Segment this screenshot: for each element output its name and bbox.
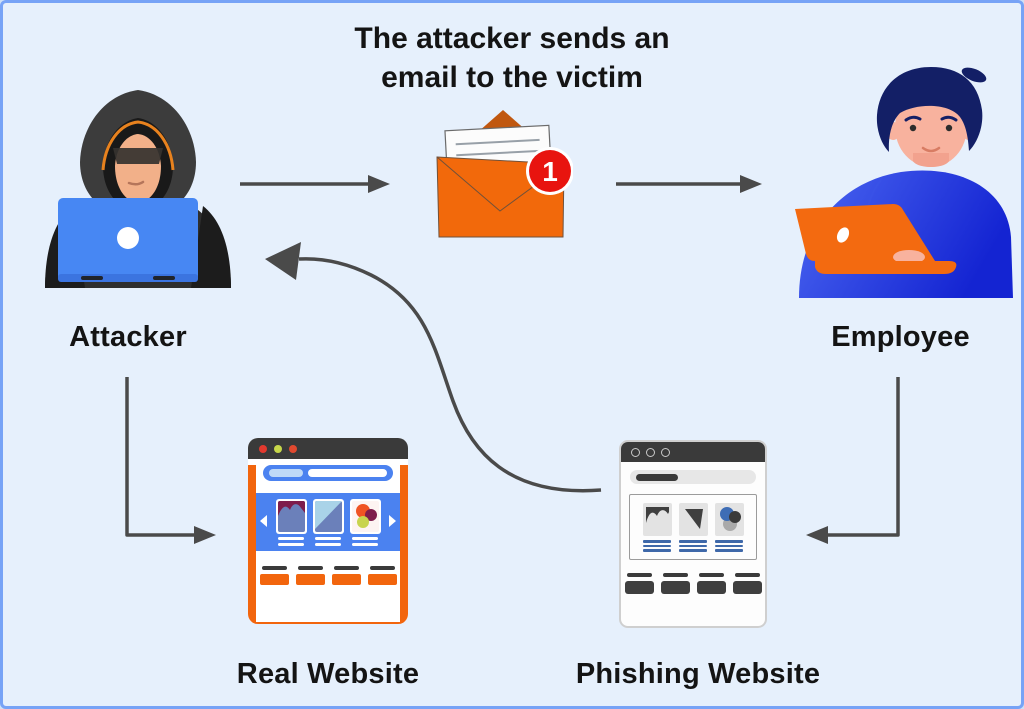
real-website-titlebar [248,438,408,459]
flow-arrows [125,175,900,544]
carousel-card [275,499,307,546]
arrow-phishing-to-attacker-curve [298,257,602,493]
employee-icon [795,67,1013,298]
card-text-line [315,543,341,546]
footer-item [624,572,654,594]
phishing-website-address-bar [630,470,756,484]
carousel-left-chevron-icon [260,515,267,527]
card-text-line [315,537,341,540]
card-text-lines [643,540,671,552]
card-text-line [278,543,304,546]
footer-item [696,572,726,594]
arrow-phishing-to-attacker-head [265,242,301,280]
address-segment [269,469,303,477]
phishing-website-content [629,494,757,560]
attacker-icon [45,90,231,288]
card-image-circles [349,499,381,534]
phishing-card [678,503,708,552]
card-image-triangle [678,503,708,536]
window-ring-icon [646,447,655,457]
card-text-lines [715,540,743,552]
real-website-label: Real Website [236,658,420,690]
diagram-title-line2: email to the victim [381,61,643,94]
phishing-website-window [619,440,767,628]
real-website-body [248,465,408,624]
real-website-carousel [256,493,400,551]
card-text-lines [679,540,707,552]
card-image-mountain [642,503,672,536]
card-text-line [352,543,378,546]
address-field [308,469,387,477]
window-dot-green-icon [274,444,282,453]
unread-badge-count: 1 [542,156,558,187]
card-image-mountain [275,499,307,534]
footer-item [259,566,289,585]
card-text-line [278,537,304,540]
footer-item [367,566,397,585]
window-ring-icon [661,447,670,457]
phishing-website-label: Phishing Website [575,658,821,690]
attacker-label: Attacker [69,321,187,353]
card-image-circles [714,503,744,536]
real-website-window [248,438,408,624]
card-image-diagonal [312,499,344,534]
card-text-line [352,537,378,540]
phishing-website-titlebar [621,442,765,462]
email-envelope-icon: 1 [436,110,573,238]
phishing-website-footer [621,572,765,594]
phishing-card [714,503,744,552]
window-dot-orange-icon [289,444,297,453]
carousel-card [312,499,344,546]
employee-label: Employee [831,321,970,353]
phishing-card [642,503,672,552]
window-dot-red-icon [259,444,267,453]
address-segment [636,473,678,481]
arrow-employee-to-phishing-website [806,377,900,544]
diagram-title: The attacker sends an email to the victi… [252,19,772,97]
footer-item [660,572,690,594]
real-website-footer [256,566,400,585]
carousel-right-chevron-icon [389,515,396,527]
carousel-card [349,499,381,546]
arrow-attacker-to-real-website [125,377,216,544]
window-ring-icon [631,447,640,457]
footer-item [295,566,325,585]
footer-item [331,566,361,585]
diagram-title-line1: The attacker sends an [354,22,670,55]
real-website-address-bar [263,465,393,481]
footer-item [732,572,762,594]
